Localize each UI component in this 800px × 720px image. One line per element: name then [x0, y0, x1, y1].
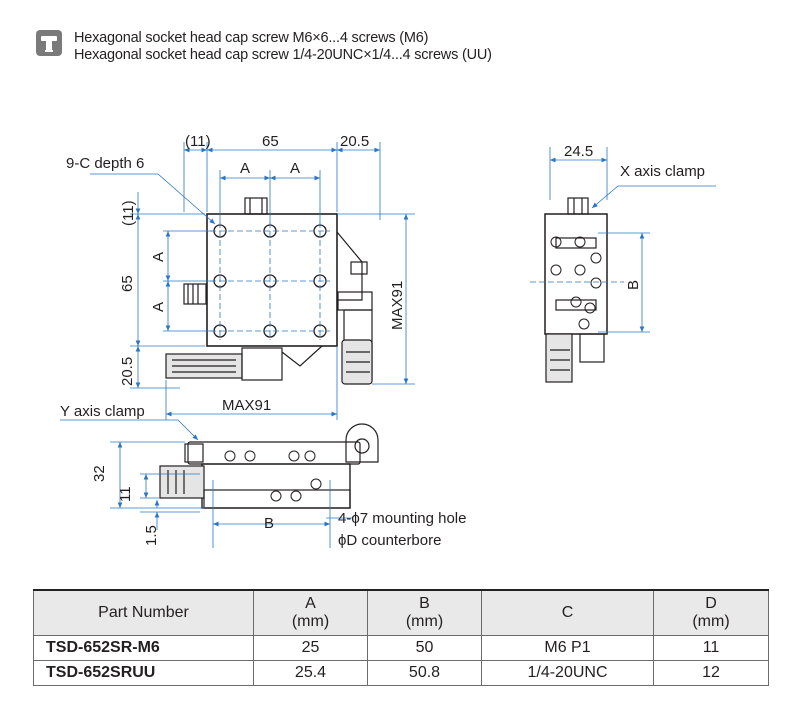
col-header-unit: (mm)	[291, 613, 330, 630]
dim-max91-bottom: MAX91	[222, 397, 271, 414]
col-header-unit: (mm)	[405, 613, 444, 630]
dim-a-top-2: A	[290, 160, 300, 177]
socket-screw-icon	[36, 30, 62, 56]
dim-a-left-2: A	[150, 302, 167, 312]
dim-b-front: B	[264, 515, 274, 532]
table-cell-c: 1/4-20UNC	[481, 660, 654, 686]
table-cell-a: 25.4	[253, 660, 368, 686]
table-cell-a: 25	[253, 635, 368, 661]
table-row: TSD-652SRUU 25.4 50.8 1/4-20UNC 12	[33, 660, 769, 686]
dim-11-front: 11	[117, 486, 134, 502]
header-line-2: Hexagonal socket head cap screw 1/4-20UN…	[74, 47, 492, 63]
dim-a-top-1: A	[240, 160, 250, 177]
front-view	[60, 419, 379, 548]
table-cell-d: 12	[653, 660, 769, 686]
col-header-label: B	[419, 595, 430, 612]
dim-1-5: 1.5	[143, 525, 160, 546]
col-header-label: Part Number	[98, 604, 189, 621]
table-cell-b: 50.8	[367, 660, 482, 686]
table-cell-d: 11	[653, 635, 769, 661]
col-header-b: B (mm)	[367, 589, 482, 636]
technical-drawing: (11) 65 20.5 9-C depth 6 A A (11) A A 65…	[60, 133, 716, 549]
side-view	[530, 147, 716, 383]
mounting-hole-label: 4-ϕ7 mounting hole	[338, 510, 466, 527]
spec-table: Part Number A (mm) B (mm) C D (mm) TSD-6…	[33, 589, 769, 686]
col-header-label: C	[561, 604, 574, 621]
dim-b-side: B	[625, 280, 642, 290]
col-header-part-number: Part Number	[33, 589, 254, 636]
table-header-row: Part Number A (mm) B (mm) C D (mm)	[33, 589, 769, 636]
dim-11-left: (11)	[120, 200, 137, 226]
header-line-1: Hexagonal socket head cap screw M6×6...4…	[74, 30, 429, 46]
col-header-label: A	[305, 595, 316, 612]
col-header-label: D	[705, 595, 717, 612]
part-number-cell: TSD-652SRUU	[33, 660, 254, 686]
dim-32: 32	[91, 465, 108, 482]
table-row: TSD-652SR-M6 25 50 M6 P1 11	[33, 635, 769, 661]
dim-20-5-left: 20.5	[119, 357, 136, 386]
y-axis-clamp-label: Y axis clamp	[60, 403, 145, 420]
top-view	[90, 142, 415, 420]
dim-a-left-1: A	[150, 252, 167, 262]
dim-24-5: 24.5	[564, 143, 593, 160]
dim-9c-depth: 9-C depth 6	[66, 155, 144, 172]
dim-max91-right: MAX91	[389, 281, 406, 330]
dim-65-top: 65	[262, 133, 279, 150]
col-header-unit: (mm)	[692, 613, 730, 630]
table-cell-c: M6 P1	[481, 635, 654, 661]
header: Hexagonal socket head cap screw M6×6...4…	[36, 30, 492, 64]
dim-20-5-top: 20.5	[340, 133, 369, 150]
table-cell-b: 50	[367, 635, 482, 661]
col-header-c: C	[481, 589, 654, 636]
dim-65-left: 65	[119, 275, 136, 292]
col-header-d: D (mm)	[653, 589, 769, 636]
part-number-cell: TSD-652SR-M6	[33, 635, 254, 661]
col-header-a: A (mm)	[253, 589, 368, 636]
x-axis-clamp-label: X axis clamp	[620, 163, 705, 180]
header-text: Hexagonal socket head cap screw M6×6...4…	[74, 30, 492, 64]
dim-11-top: (11)	[185, 133, 211, 150]
counterbore-label: ϕD counterbore	[338, 532, 441, 549]
